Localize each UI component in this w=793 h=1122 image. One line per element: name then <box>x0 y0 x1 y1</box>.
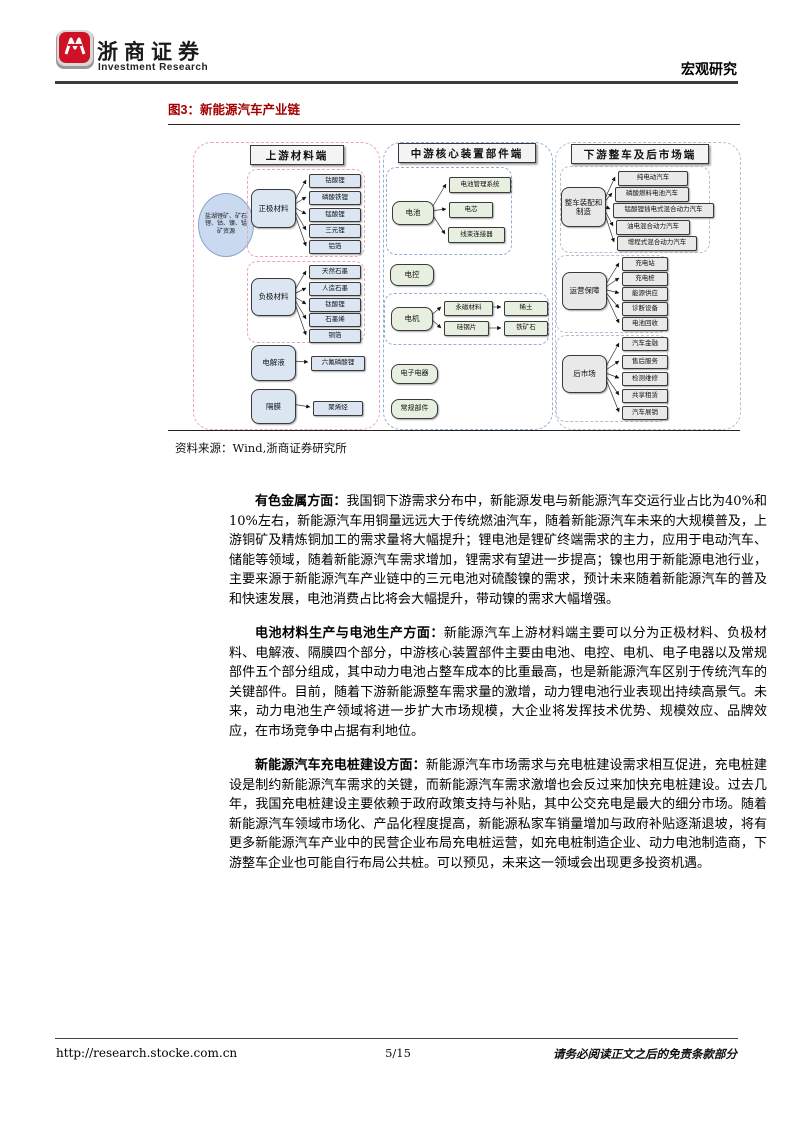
node-lmo: 锰酸锂 <box>309 208 361 222</box>
node-lipf6: 六氟磷酸锂 <box>311 356 365 371</box>
report-section-label: 宏观研究 <box>681 61 737 77</box>
node-aftermarket: 后市场 <box>562 355 607 393</box>
node-lfp: 磷酸铁锂 <box>309 191 361 205</box>
node-separator: 隔膜 <box>251 389 296 424</box>
paragraph-body: 新能源汽车市场需求与充电桩建设需求相互促进，充电桩建设是制约新能源汽车需求的关键… <box>229 758 767 871</box>
node-natural-graphite: 天然石墨 <box>309 265 361 279</box>
node-cathode-materials: 正极材料 <box>251 189 296 228</box>
node-hev: 油电混合动力汽车 <box>616 220 690 235</box>
upstream-column-title: 上游材料端 <box>250 145 344 165</box>
downstream-column-title: 下游整车及后市场端 <box>571 144 709 164</box>
footer-page-number: 5/15 <box>385 1046 411 1060</box>
footer-disclaimer: 请务必阅读正文之后的免责条款部分 <box>553 1047 737 1061</box>
node-bev: 纯电动汽车 <box>618 171 688 186</box>
node-battery-cell: 电芯 <box>449 202 493 218</box>
node-silicon-steel: 硅钢片 <box>444 321 489 336</box>
zheshang-logo-icon <box>56 30 94 69</box>
paragraph-lead: 电池材料生产与电池生产方面： <box>255 626 444 641</box>
figure-source: 资料来源：Wind,浙商证券研究所 <box>175 441 347 455</box>
motor-group-border <box>384 293 549 345</box>
battery-group-border <box>386 167 512 255</box>
midstream-column-title: 中游核心装置部件端 <box>398 143 536 163</box>
footer-rule <box>55 1038 738 1039</box>
paragraph-battery-materials: 电池材料生产与电池生产方面：新能源汽车上游材料端主要可以分为正极材料、负极材料、… <box>229 624 767 741</box>
node-auto-exhibition: 汽车展销 <box>622 406 668 420</box>
connector-arrows <box>291 176 620 413</box>
paragraph-body: 我国铜下游需求分布中，新能源发电与新能源汽车交运行业占比为40%和10%左右，新… <box>229 494 767 607</box>
node-rare-earth: 稀土 <box>504 301 548 316</box>
footer-research-url[interactable]: http://research.stocke.com.cn <box>56 1046 238 1060</box>
node-energy-supply: 能源供应 <box>622 287 668 301</box>
paragraph-lead: 有色金属方面： <box>255 494 347 509</box>
node-battery-recycling: 电池回收 <box>622 317 668 331</box>
node-vehicle-assembly: 整车装配和制造 <box>561 187 606 227</box>
node-operation-support: 运营保障 <box>562 272 607 310</box>
node-copper-foil: 铜箔 <box>309 329 361 343</box>
brand-name-cn: 浙商证券 <box>97 39 205 64</box>
node-anode-materials: 负极材料 <box>251 278 296 316</box>
node-inspection-maintenance: 检测维修 <box>622 372 668 386</box>
resource-ellipse: 盐湖锂矿、矿石锂、钴、镍、锰矿资源 <box>198 193 254 257</box>
node-auto-finance: 汽车金融 <box>622 337 668 351</box>
cathode-group-border <box>247 169 365 257</box>
node-charging-station: 充电站 <box>622 257 668 271</box>
node-permanent-magnet: 永磁材料 <box>444 301 493 316</box>
node-electric-control: 电控 <box>390 264 434 286</box>
node-shared-leasing: 共享租赁 <box>622 389 668 403</box>
node-electronics: 电子电器 <box>391 364 438 384</box>
node-phev: 锰酸锂插电式混合动力汽车 <box>613 203 714 218</box>
paragraph-body: 新能源汽车上游材料端主要可以分为正极材料、负极材料、电解液、隔膜四个部分，中游核… <box>229 626 767 739</box>
node-standard-parts: 常规部件 <box>391 399 438 419</box>
node-erev: 增程式混合动力汽车 <box>617 236 697 251</box>
brand-name-en: Investment Research <box>98 62 209 73</box>
body-text: 有色金属方面：我国铜下游需求分布中，新能源发电与新能源汽车交运行业占比为40%和… <box>229 492 767 888</box>
figure-title: 图3：新能源汽车产业链 <box>168 103 300 117</box>
node-iron-ore: 铁矿石 <box>504 321 548 336</box>
node-artificial-graphite: 人造石墨 <box>309 282 361 296</box>
downstream-column-border <box>555 142 741 430</box>
node-lto: 钛酸锂 <box>309 298 361 312</box>
paragraph-charging-piles: 新能源汽车充电桩建设方面：新能源汽车市场需求与充电桩建设需求相互促进，充电桩建设… <box>229 756 767 873</box>
midstream-column-border <box>383 142 553 430</box>
node-motor: 电机 <box>391 307 433 331</box>
node-electrolyte: 电解液 <box>251 345 296 381</box>
node-diagnostic-equipment: 诊断设备 <box>622 302 668 316</box>
figure-top-rule <box>168 124 740 125</box>
paragraph-lead: 新能源汽车充电桩建设方面： <box>255 758 426 773</box>
figure-bottom-rule <box>168 430 740 431</box>
node-charging-pile: 充电桩 <box>622 272 668 286</box>
anode-group-border <box>247 261 365 343</box>
node-aluminum-foil: 铝箔 <box>309 240 361 254</box>
header-rule <box>55 81 738 84</box>
node-ternary-lithium: 三元锂 <box>309 224 361 238</box>
upstream-column-border <box>193 142 380 430</box>
industry-chain-diagram: 上游材料端 中游核心装置部件端 下游整车及后市场端 盐湖锂矿、矿石锂、钴、镍、锰… <box>180 136 741 432</box>
node-graphene: 石墨烯 <box>309 313 361 327</box>
paragraph-nonferrous-metals: 有色金属方面：我国铜下游需求分布中，新能源发电与新能源汽车交运行业占比为40%和… <box>229 492 767 609</box>
node-lco: 钴酸锂 <box>309 174 361 188</box>
node-bms: 电池管理系统 <box>449 177 511 193</box>
node-battery: 电池 <box>392 201 434 225</box>
node-harness-connector: 线束连接器 <box>448 227 505 243</box>
node-after-sales-service: 售后服务 <box>622 355 668 369</box>
node-polyolefin: 聚烯烃 <box>313 401 363 416</box>
node-fuel-cell-vehicle: 磷酸燃料电池汽车 <box>615 187 689 202</box>
